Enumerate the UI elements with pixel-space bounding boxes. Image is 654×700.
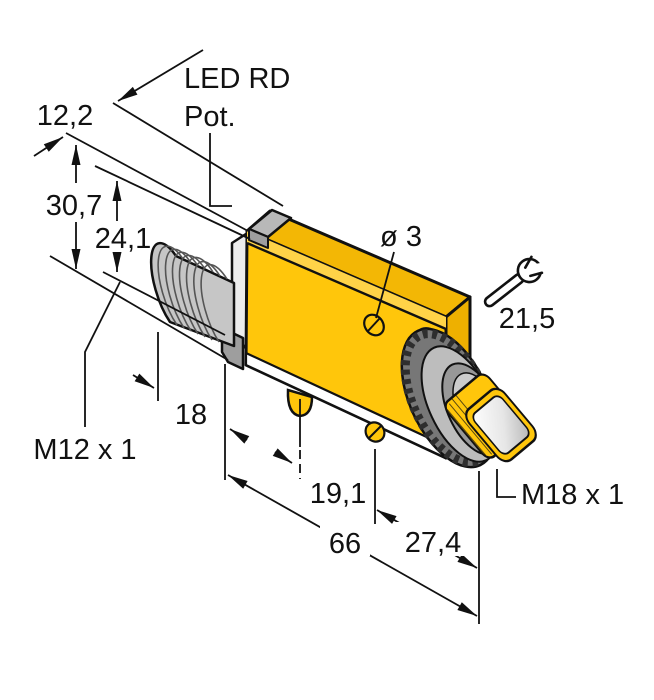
top-cover-cap <box>247 208 293 249</box>
dim-wrench-size: 21,5 <box>499 303 555 335</box>
dimension-linework <box>33 49 516 624</box>
arrow-18-right <box>229 428 250 444</box>
arrow-18-left <box>132 373 155 389</box>
ext-line-cap-front <box>94 165 251 240</box>
leader-m18 <box>496 469 516 498</box>
dim-housing-length: 66 <box>329 528 361 560</box>
ext-line-top-back <box>112 102 284 207</box>
dim-connector-length: 18 <box>175 399 207 431</box>
m18-head <box>400 327 537 469</box>
m12-connector <box>149 241 236 348</box>
dim-housing-height: 24,1 <box>95 223 151 255</box>
wrench-icon <box>483 255 553 308</box>
knockout-66 <box>320 523 370 556</box>
dim-overall-height: 30,7 <box>46 190 102 222</box>
label-pot: Pot. <box>184 101 236 133</box>
arrow-12-2-bottom <box>33 136 64 157</box>
arrow-19-1 <box>272 448 293 464</box>
dim-head-length: 27,4 <box>405 527 461 559</box>
dim-top-width: 12,2 <box>37 100 93 132</box>
side-screw <box>363 313 385 337</box>
leader-hole <box>375 251 395 319</box>
bottom-screw <box>364 421 386 443</box>
label-hole-diameter: ø 3 <box>380 221 422 253</box>
leader-m12 <box>84 281 121 427</box>
label-lens-thread: M18 x 1 <box>521 479 624 511</box>
ext-line-bottom2 <box>102 271 226 336</box>
ext-line-top-front <box>65 132 249 232</box>
label-led: LED RD <box>184 63 290 95</box>
ext-line-bottom <box>49 255 229 361</box>
label-connector-thread: M12 x 1 <box>33 434 136 466</box>
leader-led-pot <box>209 133 232 207</box>
lens <box>465 387 537 463</box>
knockout-27-4 <box>396 522 470 556</box>
arrow-12-2-top <box>117 49 204 102</box>
dim-hole-offset: 19,1 <box>310 478 366 510</box>
